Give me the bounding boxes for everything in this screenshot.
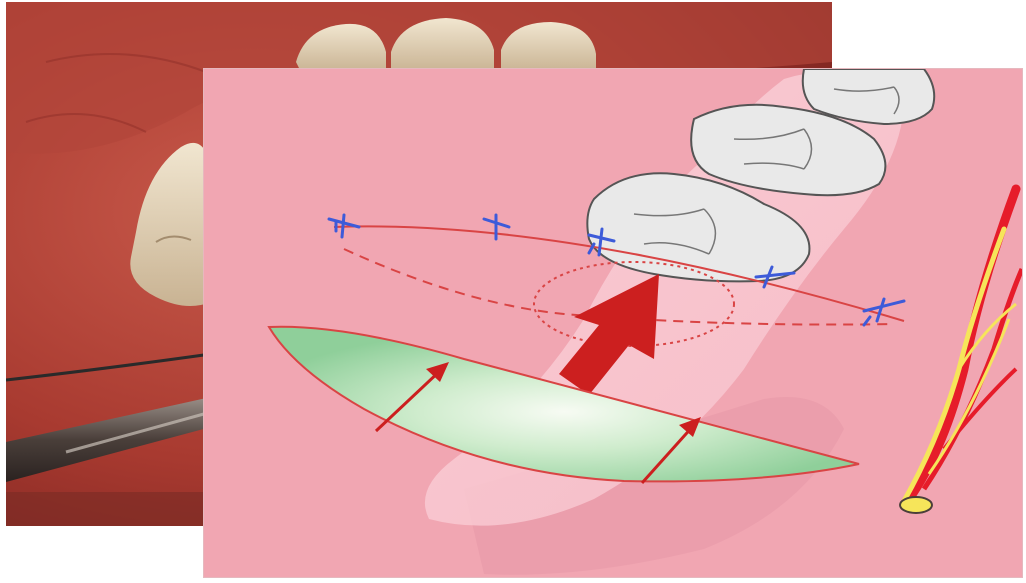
surgical-illustration	[203, 68, 1023, 578]
upper-teeth	[296, 18, 596, 72]
